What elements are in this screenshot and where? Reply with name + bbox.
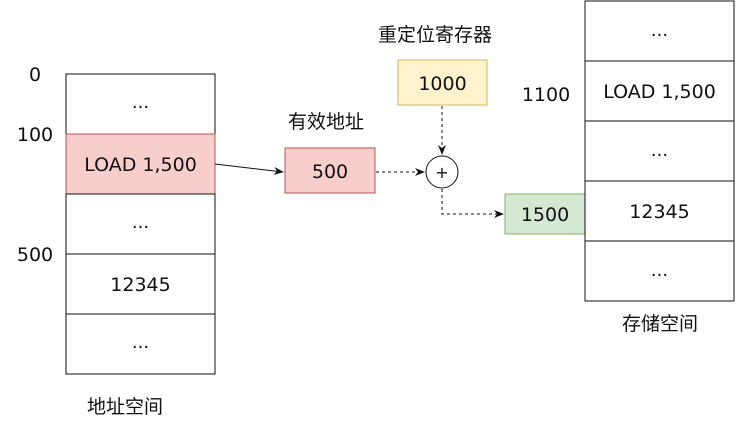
- storage-space-cell-2: [584, 120, 735, 182]
- effective-address: 有效地址 500: [284, 111, 376, 194]
- address-label-100: 100: [17, 124, 53, 146]
- storage-space-cell-2-text: ...: [651, 140, 668, 161]
- address-space-caption: 地址空间: [87, 396, 163, 418]
- address-space-cell-2-text: ...: [132, 212, 149, 233]
- storage-space-caption: 存储空间: [622, 313, 698, 335]
- storage-space-cell-3: [584, 180, 735, 242]
- relocation-register-value: 1000: [418, 73, 466, 95]
- adder-to-physical-arrow: [441, 189, 504, 218]
- address-label-500: 500: [17, 244, 53, 266]
- address-space-cell-3: [65, 253, 216, 315]
- effective-address-value: 500: [312, 161, 348, 183]
- address-space-cell-2: [65, 193, 216, 255]
- adder-circle: [425, 155, 459, 189]
- adder: +: [425, 155, 459, 189]
- physical-address: 1500: [504, 193, 586, 235]
- relocation-register: 重定位寄存器 1000: [378, 24, 492, 106]
- address-space-cell-1-text: LOAD 1,500: [84, 154, 197, 176]
- address-label-0: 0: [29, 64, 41, 86]
- effective-address-label: 有效地址: [288, 111, 364, 133]
- storage-space-cell-0-text: ...: [651, 20, 668, 41]
- storage-space-cell-4: [584, 240, 735, 302]
- address-space-cell-0: [65, 73, 216, 135]
- storage-space-cell-3-text: 12345: [629, 201, 689, 223]
- storage-space-cell-0: [584, 0, 735, 62]
- relocation-register-label: 重定位寄存器: [378, 24, 492, 46]
- address-space-cell-3-text: 12345: [110, 274, 170, 296]
- storage-space: ... LOAD 1,500 ... 12345 ... 1100 存储空间: [522, 0, 735, 335]
- storage-space-cell-4-text: ...: [651, 260, 668, 281]
- effective-address-box: [284, 147, 376, 194]
- address-space-cell-4-text: ...: [132, 332, 149, 353]
- storage-space-cell-1-text: LOAD 1,500: [603, 81, 716, 103]
- relocation-register-box: [397, 59, 488, 106]
- address-space: ... LOAD 1,500 ... 12345 ... 0 100 500 地…: [17, 64, 216, 418]
- address-space-cell-4: [65, 313, 216, 375]
- address-space-cell-0-text: ...: [132, 92, 149, 113]
- physical-address-box: [504, 193, 586, 235]
- adder-plus-icon: +: [435, 163, 448, 182]
- storage-address-label-1100: 1100: [522, 84, 570, 106]
- physical-address-value: 1500: [521, 204, 569, 226]
- load-to-effective-arrow: [214, 163, 284, 175]
- address-space-cell-1: [65, 133, 216, 195]
- storage-space-cell-1: [584, 60, 735, 122]
